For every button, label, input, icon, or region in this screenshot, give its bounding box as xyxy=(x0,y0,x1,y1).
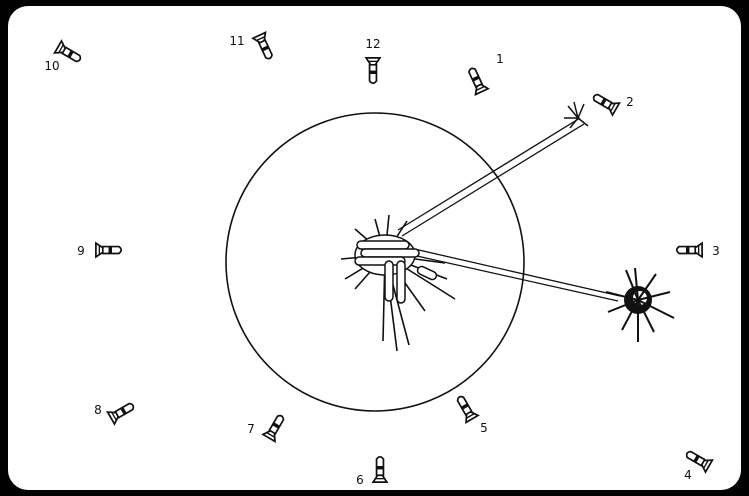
bomb-label-10: 10 xyxy=(44,59,59,73)
bomb-label-5: 5 xyxy=(480,421,488,435)
bomb-label-6: 6 xyxy=(356,473,364,487)
bomb-label-8: 8 xyxy=(94,403,102,417)
bomb-label-2: 2 xyxy=(626,95,634,109)
bomb-label-4: 4 xyxy=(684,468,692,482)
bomb-label-3: 3 xyxy=(712,244,720,258)
bomb-label-7: 7 xyxy=(247,422,255,436)
bomb-label-1: 1 xyxy=(496,52,504,66)
bomb-label-11: 11 xyxy=(229,34,244,48)
bomb-label-12: 12 xyxy=(365,37,380,51)
bomb-label-9: 9 xyxy=(77,244,85,258)
